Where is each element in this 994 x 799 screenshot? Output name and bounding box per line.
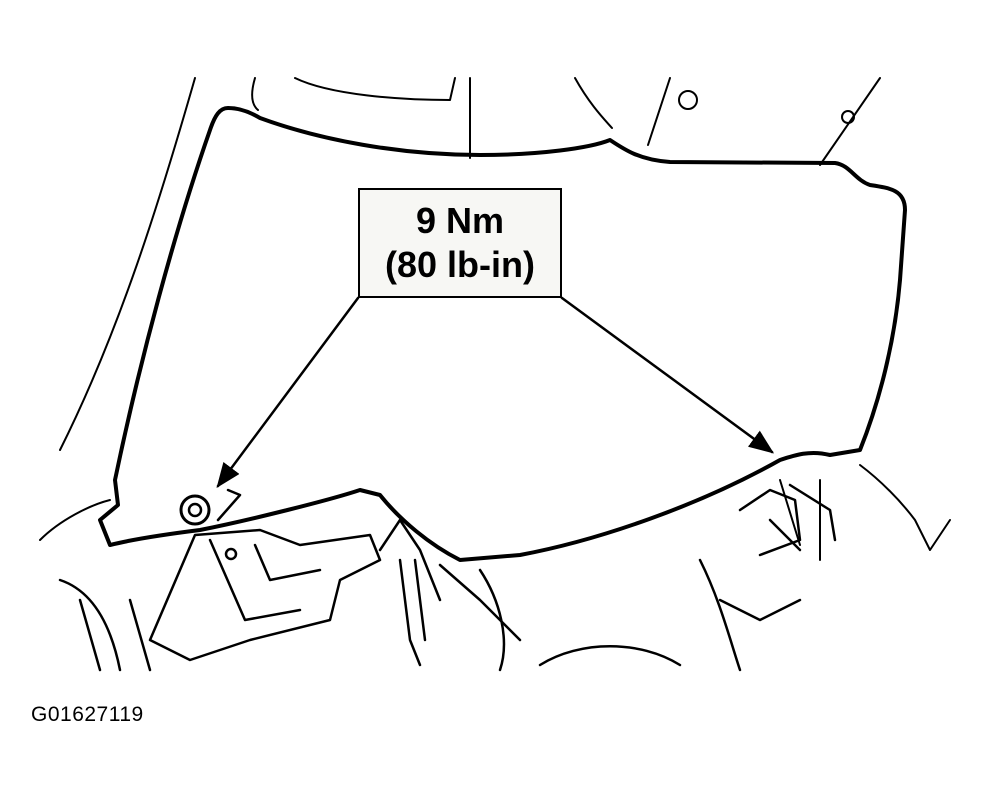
torque-leader-arrows <box>216 296 775 489</box>
figure-id-label: G01627119 <box>31 703 144 726</box>
torque-value-imperial: (80 lb-in) <box>385 244 535 285</box>
leader-arrow-left <box>216 296 360 489</box>
shield-panel-outline <box>98 106 907 562</box>
left-bolt <box>179 494 211 526</box>
background-body-outline <box>39 77 951 561</box>
torque-value-metric: 9 Nm <box>415 200 505 241</box>
leader-arrow-right <box>560 296 775 454</box>
torque-spec-callout: 9 Nm (80 lb-in) <box>358 188 562 298</box>
lower-bracket-hardware <box>58 483 837 672</box>
